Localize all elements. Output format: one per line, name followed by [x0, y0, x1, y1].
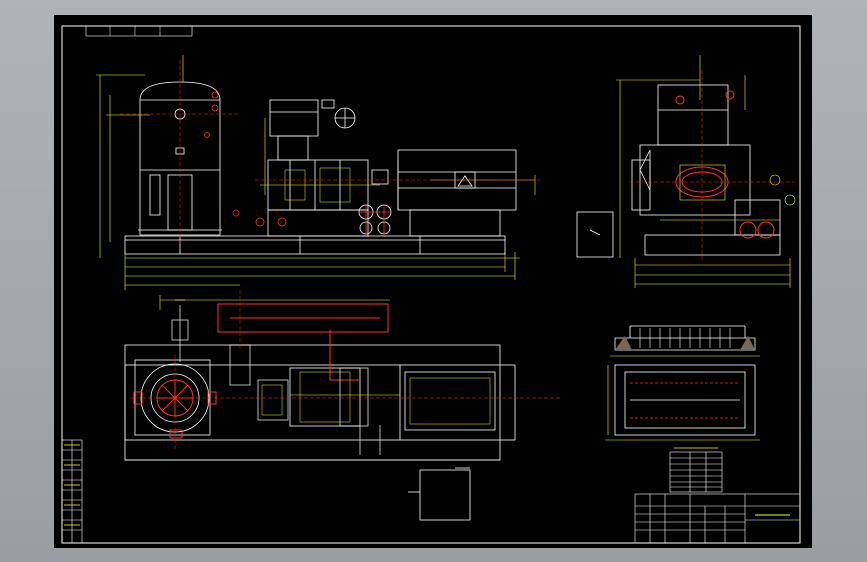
tank-centerlines [120, 60, 240, 245]
plan-view [124, 290, 560, 521]
side-note-box [576, 211, 614, 258]
side-elevation-view [576, 55, 796, 288]
side-dimension-lines [616, 55, 791, 288]
foundation-dimension-lines [605, 355, 760, 441]
drive-motor [397, 149, 517, 237]
front-elevation-view [96, 55, 540, 290]
coupling-valves [358, 169, 392, 235]
foundation-section [614, 325, 756, 351]
pump-column [267, 99, 369, 237]
pump-details [260, 167, 380, 203]
parts-table [669, 451, 723, 493]
revision-table [61, 439, 83, 544]
plan-hidden-details [261, 371, 491, 425]
coupling-valve-marks [360, 205, 390, 235]
foundation-plan [614, 364, 756, 436]
side-centerlines [630, 70, 795, 260]
sheet-border [61, 25, 801, 544]
front-dimension-lines [96, 55, 536, 290]
plan-base-outline [124, 344, 516, 461]
plan-dimension-lines [159, 295, 390, 310]
base-skid [124, 235, 506, 255]
foundation-grout-hatch [615, 336, 755, 350]
drawing-sheet [54, 15, 812, 548]
tank-valves [204, 91, 287, 227]
side-frame [631, 84, 781, 256]
plan-note-box [408, 467, 471, 521]
revision-table-marks [64, 444, 80, 526]
plan-piping [171, 299, 381, 455]
foundation-anchor-bolts [639, 328, 731, 348]
side-pump-details [660, 164, 796, 221]
side-pump-housing [675, 90, 775, 239]
foundation-detail-view [605, 325, 760, 441]
foundation-bolt-rows [630, 382, 740, 419]
title-block [634, 493, 801, 544]
